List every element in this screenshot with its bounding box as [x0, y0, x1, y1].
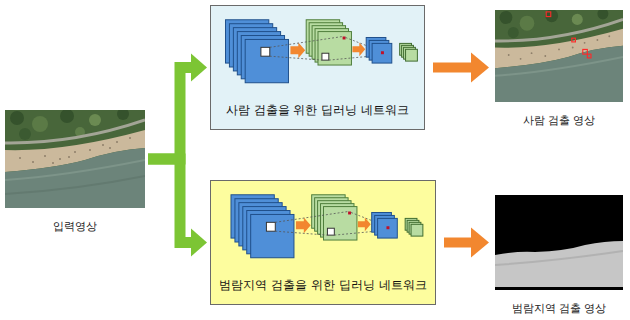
network-label: 사람 검출을 위한 딥러닝 네트워크: [226, 103, 409, 117]
box-label: 범람지역 검출을 위한 딥러닝 네트워크: [211, 274, 435, 293]
caption-text: 입력영상: [53, 220, 97, 233]
aerial-photo: [5, 110, 145, 208]
arrow-line: [444, 238, 473, 248]
network-box: 사람 검출을 위한 딥러닝 네트워크: [210, 5, 425, 130]
arrow-head: [471, 53, 489, 83]
arrow-line: [148, 159, 193, 243]
output-image: 사람 검출 영상: [495, 10, 623, 102]
flow-arrow: [433, 53, 489, 83]
caption-text: 사람 검출 영상: [523, 114, 596, 127]
box-label: 사람 검출을 위한 딥러닝 네트워크: [211, 99, 424, 118]
image-caption: 범람지역 검출 영상: [512, 297, 607, 316]
network-box: 범람지역 검출을 위한 딥러닝 네트워크: [210, 180, 436, 305]
image-caption: 사람 검출 영상: [523, 109, 596, 128]
branch-arrow: [148, 54, 207, 160]
caption-text: 범람지역 검출 영상: [512, 302, 607, 315]
arrow-head: [191, 54, 207, 82]
branch-arrow: [148, 159, 207, 257]
output-image: 범람지역 검출 영상: [495, 195, 623, 290]
detection-photo: [495, 10, 623, 102]
image-caption: 입력영상: [53, 215, 97, 234]
arrow-line: [148, 68, 193, 160]
arrow-head: [471, 228, 489, 258]
flow-arrow: [444, 228, 489, 258]
mask-image: [495, 195, 623, 290]
arrow-head: [191, 229, 207, 257]
arrow-line: [433, 63, 473, 73]
input-image: 입력영상: [5, 110, 145, 208]
network-label: 범람지역 검출을 위한 딥러닝 네트워크: [219, 278, 426, 292]
